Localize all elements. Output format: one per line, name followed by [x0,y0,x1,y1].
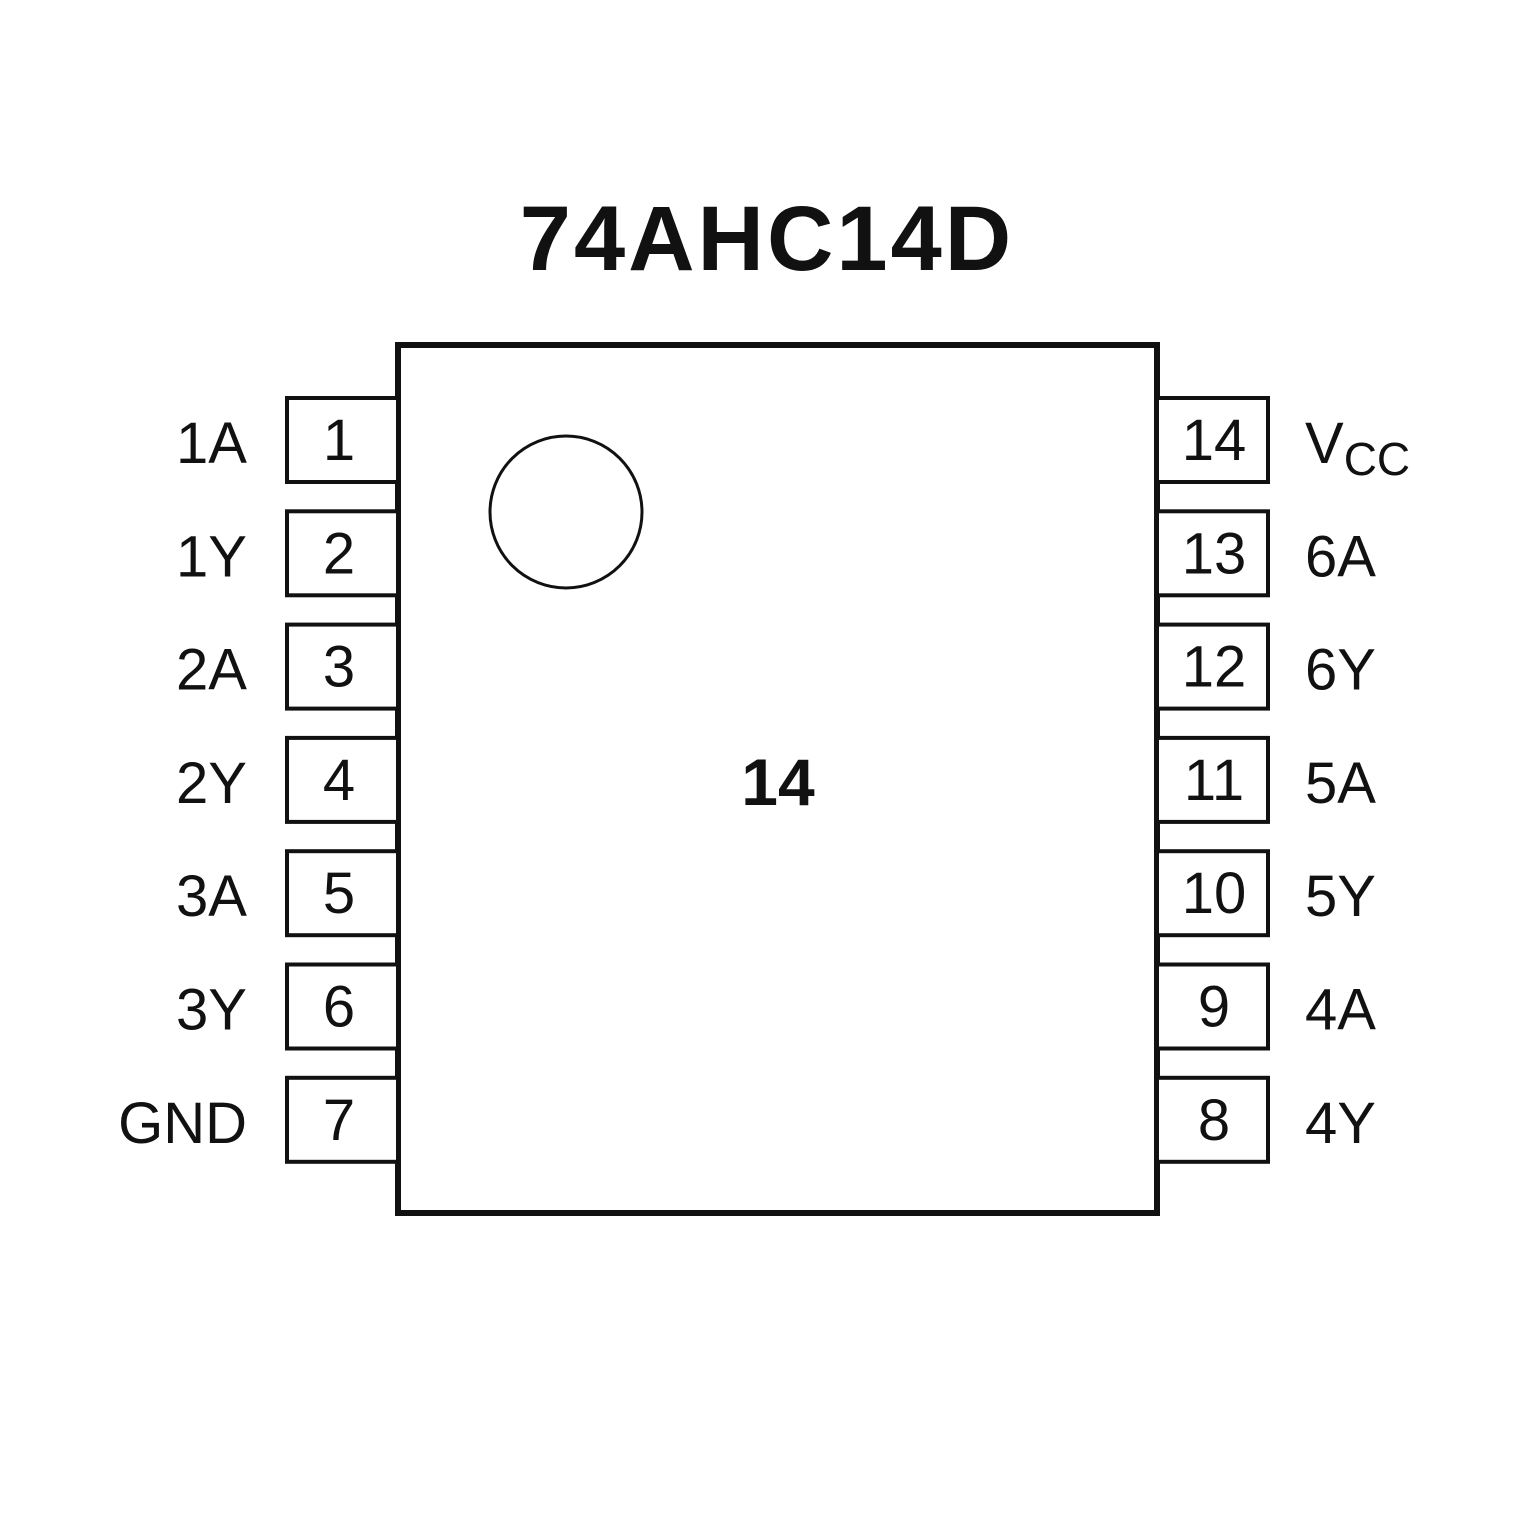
pin-pad [285,509,400,598]
pin1-indicator-dot [488,434,644,590]
pin-pad [1155,396,1270,484]
pin-name-text: 2A [176,638,247,703]
pin-pad [1155,622,1270,711]
pin-12: 12 6Y [1155,622,1376,711]
pin-name-text: 6A [1305,524,1376,589]
pin-5: 5 3A [176,849,400,938]
pin-name: VCC [1305,411,1410,485]
pin-6: 6 3Y [176,962,400,1051]
pin-name: 1Y [176,524,247,589]
pin-8: 8 4Y [1155,1075,1376,1164]
pin-number: 7 [323,1088,355,1153]
pin-pad [1155,849,1270,938]
pin-name-text: V [1305,411,1344,476]
pin-pad [1155,1075,1270,1164]
pin-name: GND [118,1091,247,1156]
pin-name-text: 2Y [176,751,247,816]
pin-number: 8 [1198,1088,1230,1153]
center-label: 14 [741,745,815,819]
pin-number: 9 [1198,975,1230,1040]
pin-name: 6Y [1305,638,1376,703]
pin-name-subscript: CC [1344,433,1410,485]
pin-name-text: 1Y [176,524,247,589]
pin-number: 2 [323,521,355,586]
pin-number: 1 [323,408,355,473]
pin-10: 10 5Y [1155,849,1376,938]
pin-13: 13 6A [1155,509,1376,598]
pin-3: 3 2A [176,622,400,711]
pin-name: 3Y [176,978,247,1043]
pin-number: 10 [1182,861,1247,926]
pin-number: 12 [1182,635,1247,700]
pin-pad [1155,509,1270,598]
pin-number: 11 [1184,748,1244,813]
pin-2: 2 1Y [176,509,400,598]
pin-name: 6A [1305,524,1376,589]
pin-name: 5A [1305,751,1376,816]
pin-name-text: 5Y [1305,864,1376,929]
pin-name: 4A [1305,978,1376,1043]
pin-pad [285,735,400,824]
pin-9: 9 4A [1155,962,1376,1051]
pin-7: 7 GND [118,1075,400,1164]
pin-4: 4 2Y [176,735,400,824]
pin-number: 3 [323,635,355,700]
pin-11: 11 5A [1155,735,1376,824]
pin-pad [285,1075,400,1164]
pin-pad [285,622,400,711]
pin-name: 4Y [1305,1091,1376,1156]
pin-number: 4 [323,748,355,813]
pin-name: 3A [176,864,247,929]
pin-name-text: GND [118,1091,247,1156]
pin-name-text: 4Y [1305,1091,1376,1156]
chip-title: 74AHC14D [520,188,1014,290]
pin-14: 14 VCC [1155,396,1410,485]
pin-pad [285,396,400,484]
pin-1: 1 1A [176,396,400,484]
pin-number: 6 [323,975,355,1040]
pin-name-text: 1A [176,411,247,476]
pin-pad [285,962,400,1051]
pin-name: 1A [176,411,247,476]
pin-name-text: 6Y [1305,638,1376,703]
pin-name: 2A [176,638,247,703]
pin-pad [285,849,400,938]
pin-number: 5 [323,861,355,926]
pin-number: 13 [1182,521,1247,586]
pin-pad [1155,735,1270,824]
pin-name-text: 5A [1305,751,1376,816]
pin-pad [1155,962,1270,1051]
pin-name-text: 3A [176,864,247,929]
pin-name-text: 4A [1305,978,1376,1043]
pin-name: 5Y [1305,864,1376,929]
pin-number: 14 [1182,408,1247,473]
pin-name: 2Y [176,751,247,816]
pin-name-text: 3Y [176,978,247,1043]
